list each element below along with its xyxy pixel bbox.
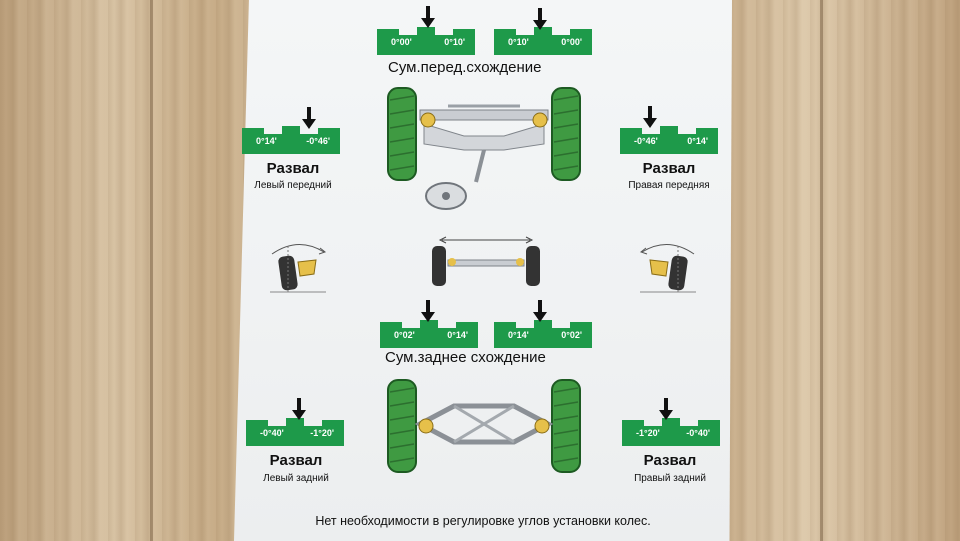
front-left-camber-gauge: 0°14' -0°46' <box>242 124 340 154</box>
gauge-left-value: 0°14' <box>508 330 529 340</box>
front-axle-illustration <box>384 84 584 214</box>
rear-left-camber-subtitle: Левый задний <box>231 473 361 484</box>
indicator-arrow-icon <box>421 300 435 322</box>
indicator-arrow-icon <box>533 300 547 322</box>
gauge-right-value: -0°46' <box>306 136 330 146</box>
gauge-left-value: 0°00' <box>391 37 412 47</box>
front-right-camber-gauge: -0°46' 0°14' <box>620 124 718 154</box>
gauge-right-value: 0°00' <box>561 37 582 47</box>
footer-note: Нет необходимости в регулировке углов ус… <box>234 514 732 528</box>
gauge-left-value: -1°20' <box>636 428 660 438</box>
camber-angle-diagram-right <box>636 238 700 294</box>
gauge-right-value: -0°40' <box>686 428 710 438</box>
rear-left-camber-gauge: -0°40' -1°20' <box>246 416 344 446</box>
rear-left-camber-title: Развал <box>231 452 361 469</box>
rear-toe-right-gauge: 0°14' 0°02' <box>494 318 592 348</box>
front-left-camber-subtitle: Левый передний <box>228 180 358 191</box>
indicator-arrow-icon <box>533 8 547 30</box>
gauge-left-value: 0°14' <box>256 136 277 146</box>
front-right-camber-title: Развал <box>604 160 734 177</box>
gauge-right-value: -1°20' <box>310 428 334 438</box>
gauge-left-value: -0°40' <box>260 428 284 438</box>
indicator-arrow-icon <box>302 107 316 129</box>
toe-axle-diagram <box>428 234 544 292</box>
front-left-camber-title: Развал <box>228 160 358 177</box>
rear-toe-heading: Сум.заднее схождение <box>385 349 546 366</box>
rear-toe-left-gauge: 0°02' 0°14' <box>380 318 478 348</box>
indicator-arrow-icon <box>292 398 306 420</box>
front-right-camber-subtitle: Правая передняя <box>604 180 734 191</box>
gauge-left-value: 0°02' <box>394 330 415 340</box>
rear-right-camber-gauge: -1°20' -0°40' <box>622 416 720 446</box>
plank-seam <box>150 0 153 541</box>
gauge-left-value: 0°10' <box>508 37 529 47</box>
gauge-right-value: 0°14' <box>687 136 708 146</box>
camber-angle-diagram-left <box>266 238 330 294</box>
indicator-arrow-icon <box>421 6 435 28</box>
front-toe-heading: Сум.перед.схождение <box>388 59 542 76</box>
front-toe-left-gauge: 0°00' 0°10' <box>377 25 475 55</box>
gauge-right-value: 0°02' <box>561 330 582 340</box>
rear-right-camber-title: Развал <box>605 452 735 469</box>
gauge-right-value: 0°14' <box>447 330 468 340</box>
gauge-right-value: 0°10' <box>444 37 465 47</box>
rear-axle-illustration <box>384 376 584 476</box>
indicator-arrow-icon <box>659 398 673 420</box>
indicator-arrow-icon <box>643 106 657 128</box>
rear-right-camber-subtitle: Правый задний <box>605 473 735 484</box>
plank-seam <box>820 0 823 541</box>
gauge-left-value: -0°46' <box>634 136 658 146</box>
